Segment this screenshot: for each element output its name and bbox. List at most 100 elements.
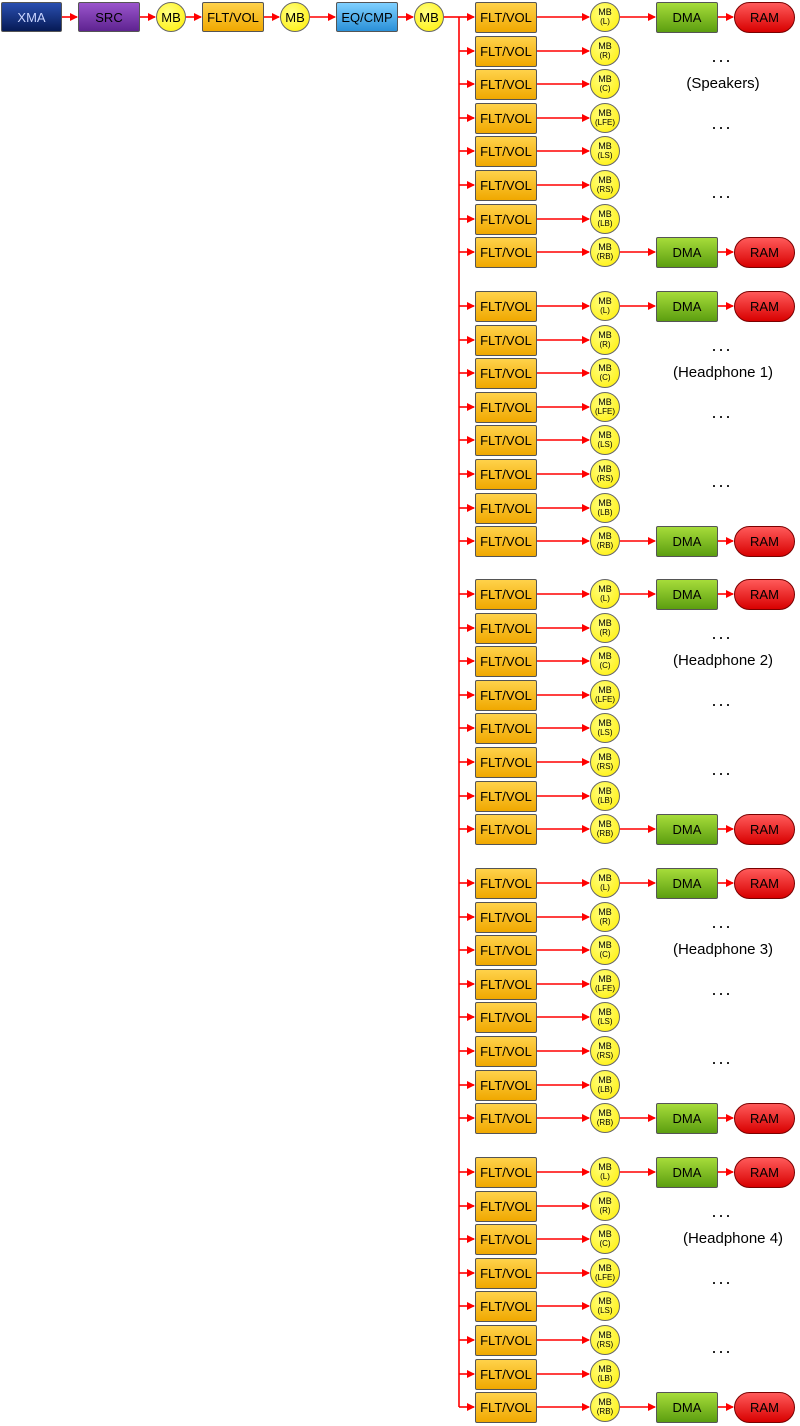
flt-vol-block: FLT/VOL <box>475 813 537 845</box>
channel-label: (R) <box>599 1206 611 1215</box>
channel-label: (LB) <box>597 796 613 805</box>
flt-vol-block: FLT/VOL <box>475 679 537 711</box>
ellipsis: ... <box>711 113 733 133</box>
flt-vol-block: FLT/VOL <box>475 324 537 356</box>
mb-label: MB <box>598 718 612 728</box>
mb-buffer-rs: MB(RS) <box>590 1036 620 1066</box>
flt-vol-block: FLT/VOL <box>475 901 537 933</box>
group-label: (Speakers) <box>686 75 760 92</box>
channel-label: (LS) <box>597 1017 613 1026</box>
mb-label: MB <box>598 242 612 252</box>
group-label: (Headphone 2) <box>672 652 774 669</box>
chain-xma-0: XMA <box>1 2 62 32</box>
mb-buffer-lb: MB(LB) <box>590 1070 620 1100</box>
mb-label: MB <box>598 752 612 762</box>
flt-vol-block: FLT/VOL <box>475 236 537 268</box>
mb-buffer-rs: MB(RS) <box>590 1325 620 1355</box>
mb-label: MB <box>598 618 612 628</box>
mb-label: MB <box>598 74 612 84</box>
flt-vol-block: FLT/VOL <box>475 357 537 389</box>
flt-vol-block: FLT/VOL <box>475 203 537 235</box>
flt-vol-block: FLT/VOL <box>475 1001 537 1033</box>
ram-block: RAM <box>734 1391 795 1423</box>
mb-label: MB <box>598 1263 612 1273</box>
ellipsis: ... <box>711 1337 733 1357</box>
mb-label: MB <box>598 907 612 917</box>
flt-vol-block: FLT/VOL <box>475 780 537 812</box>
channel-label: (LS) <box>597 1306 613 1315</box>
mb-buffer-c: MB(C) <box>590 1224 620 1254</box>
mb-label: MB <box>598 531 612 541</box>
mb-label: MB <box>598 1041 612 1051</box>
dma-block: DMA <box>656 1 718 33</box>
mb-label: MB <box>598 1229 612 1239</box>
channel-label: (RS) <box>596 1340 614 1349</box>
mb-buffer-r: MB(R) <box>590 325 620 355</box>
channel-label: (RS) <box>596 474 614 483</box>
mb-label: MB <box>598 108 612 118</box>
channel-label: (RB) <box>596 541 614 550</box>
mb-buffer-l: MB(L) <box>590 1157 620 1187</box>
chain-mb-4: MB <box>280 2 310 32</box>
channel-label: (R) <box>599 340 611 349</box>
mb-buffer-rs: MB(RS) <box>590 459 620 489</box>
channel-label: (LFE) <box>595 984 615 993</box>
channel-label: (C) <box>599 373 611 382</box>
flt-vol-block: FLT/VOL <box>475 612 537 644</box>
channel-label: (LFE) <box>595 1273 615 1282</box>
flt-vol-block: FLT/VOL <box>475 1223 537 1255</box>
mb-buffer-rb: MB(RB) <box>590 526 620 556</box>
mb-label: MB <box>598 1196 612 1206</box>
flt-vol-block: FLT/VOL <box>475 458 537 490</box>
mb-buffer-r: MB(R) <box>590 902 620 932</box>
dma-block: DMA <box>656 867 718 899</box>
mb-label: MB <box>598 651 612 661</box>
channel-label: (LB) <box>597 508 613 517</box>
channel-label: (C) <box>599 84 611 93</box>
mb-label: MB <box>598 464 612 474</box>
mb-buffer-ls: MB(LS) <box>590 1291 620 1321</box>
mb-label: MB <box>598 1364 612 1374</box>
flt-vol-block: FLT/VOL <box>475 934 537 966</box>
dma-block: DMA <box>656 578 718 610</box>
ellipsis: ... <box>711 912 733 932</box>
channel-label: (LFE) <box>595 407 615 416</box>
channel-label: (RS) <box>596 1051 614 1060</box>
mb-buffer-lfe: MB(LFE) <box>590 1258 620 1288</box>
flt-vol-block: FLT/VOL <box>475 1 537 33</box>
mb-buffer-lfe: MB(LFE) <box>590 680 620 710</box>
mb-label: MB <box>598 1007 612 1017</box>
ram-block: RAM <box>734 236 795 268</box>
mb-buffer-ls: MB(LS) <box>590 425 620 455</box>
channel-label: (LFE) <box>595 695 615 704</box>
channel-label: (LS) <box>597 440 613 449</box>
mb-label: MB <box>598 819 612 829</box>
ram-block: RAM <box>734 290 795 322</box>
mb-label: MB <box>598 974 612 984</box>
mb-buffer-l: MB(L) <box>590 579 620 609</box>
mb-label: MB <box>598 940 612 950</box>
channel-label: (L) <box>600 17 610 26</box>
mb-label: MB <box>598 141 612 151</box>
channel-label: (RB) <box>596 829 614 838</box>
channel-label: (RB) <box>596 1118 614 1127</box>
flt-vol-block: FLT/VOL <box>475 1290 537 1322</box>
mb-buffer-ls: MB(LS) <box>590 1002 620 1032</box>
ellipsis: ... <box>711 979 733 999</box>
ellipsis: ... <box>711 759 733 779</box>
group-label: (Headphone 1) <box>672 364 774 381</box>
flt-vol-block: FLT/VOL <box>475 1069 537 1101</box>
ellipsis: ... <box>711 46 733 66</box>
dma-block: DMA <box>656 525 718 557</box>
flt-vol-block: FLT/VOL <box>475 1156 537 1188</box>
mb-label: MB <box>598 1108 612 1118</box>
flt-vol-block: FLT/VOL <box>475 135 537 167</box>
mb-buffer-rs: MB(RS) <box>590 747 620 777</box>
mb-buffer-rb: MB(RB) <box>590 814 620 844</box>
flt-vol-block: FLT/VOL <box>475 1358 537 1390</box>
flt-vol-block: FLT/VOL <box>475 68 537 100</box>
flt-vol-block: FLT/VOL <box>475 1035 537 1067</box>
chain-mb-6: MB <box>414 2 444 32</box>
flt-vol-block: FLT/VOL <box>475 578 537 610</box>
flt-vol-block: FLT/VOL <box>475 1324 537 1356</box>
